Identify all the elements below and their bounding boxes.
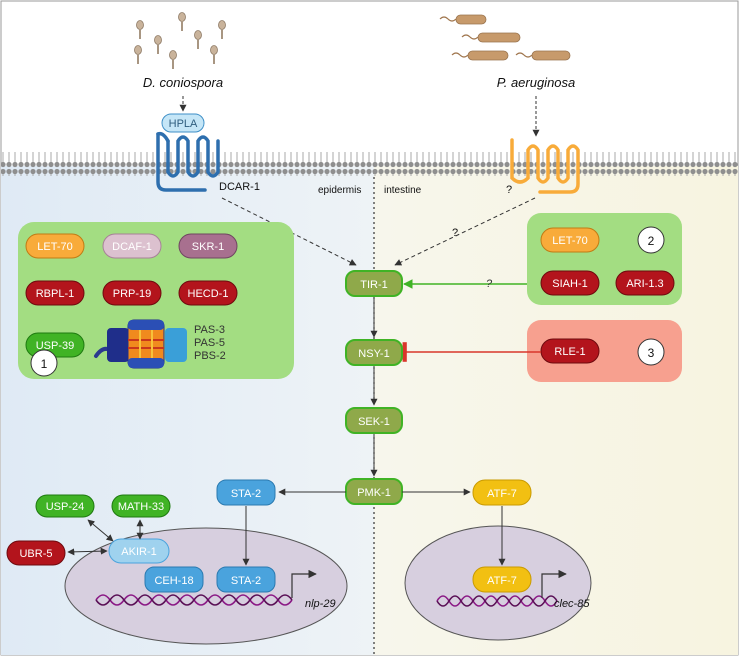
box1-hecd1: HECD-1 bbox=[178, 280, 238, 306]
box1-skr1: SKR-1 bbox=[178, 233, 238, 259]
organism-label-left: D. coniospora bbox=[143, 75, 223, 90]
svg-text:PRP-19: PRP-19 bbox=[113, 288, 152, 300]
dcar-receptor-icon bbox=[156, 132, 220, 192]
box3-number: 3 bbox=[648, 346, 655, 360]
svg-text:STA-2: STA-2 bbox=[231, 488, 261, 500]
svg-text:RLE-1: RLE-1 bbox=[554, 346, 585, 358]
svg-text:TIR-1: TIR-1 bbox=[360, 279, 388, 291]
box1-pbs2: PBS-2 bbox=[194, 350, 226, 362]
box1-number-badge bbox=[30, 349, 58, 377]
spore-icons bbox=[134, 12, 226, 69]
svg-text:USP-24: USP-24 bbox=[46, 501, 85, 513]
node-pmk1: PMK-1 bbox=[345, 478, 403, 505]
arrow-dcar-to-tir bbox=[221, 197, 357, 266]
svg-text:MATH-33: MATH-33 bbox=[118, 501, 164, 513]
node-sek1: SEK-1 bbox=[345, 407, 403, 434]
box1-number: 1 bbox=[41, 357, 48, 371]
unknown-receptor-icon bbox=[510, 138, 580, 194]
bacteria-icons bbox=[439, 14, 571, 61]
box2-number: 2 bbox=[648, 234, 655, 248]
svg-text:NSY-1: NSY-1 bbox=[358, 348, 389, 360]
box3-number-badge bbox=[637, 338, 665, 366]
organism-label-right: P. aeruginosa bbox=[497, 75, 576, 90]
box2-ari13: ARI-1.3 bbox=[615, 270, 675, 296]
node-nsy1: NSY-1 bbox=[345, 339, 403, 366]
arrow-akir-usp24 bbox=[87, 519, 114, 542]
svg-text:LET-70: LET-70 bbox=[552, 235, 587, 247]
svg-text:ATF-7: ATF-7 bbox=[487, 575, 517, 587]
box1-prp19: PRP-19 bbox=[102, 280, 162, 306]
box1-let70: LET-70 bbox=[25, 233, 85, 259]
nucleus-left bbox=[64, 527, 348, 645]
svg-text:HECD-1: HECD-1 bbox=[188, 288, 229, 300]
node-sta2-cytoplasm: STA-2 bbox=[216, 479, 276, 506]
cell-membrane bbox=[1, 152, 738, 176]
hpla-label: HPLA bbox=[169, 118, 198, 130]
dna-helix-right bbox=[436, 595, 558, 607]
dna-helix-left bbox=[95, 594, 293, 606]
svg-text:STA-2: STA-2 bbox=[231, 575, 261, 587]
node-ubr5: UBR-5 bbox=[6, 540, 66, 566]
svg-text:RBPL-1: RBPL-1 bbox=[36, 288, 75, 300]
svg-text:SIAH-1: SIAH-1 bbox=[552, 278, 587, 290]
promoter-arrow-right bbox=[541, 569, 567, 598]
receptor-question-label: ? bbox=[506, 184, 512, 196]
dcar-label: DCAR-1 bbox=[219, 181, 260, 193]
promoter-arrow-left bbox=[291, 569, 317, 598]
svg-text:SKR-1: SKR-1 bbox=[192, 241, 224, 253]
arrow-receptor-to-tir bbox=[394, 197, 536, 266]
question-green: ? bbox=[486, 278, 493, 290]
gene-label-right: clec-85 bbox=[554, 598, 590, 610]
svg-text:USP-39: USP-39 bbox=[36, 340, 75, 352]
svg-text:LET-70: LET-70 bbox=[37, 241, 72, 253]
question-upper: ? bbox=[452, 227, 458, 239]
dcar-receptor-loop bbox=[156, 131, 170, 143]
complex-box-3 bbox=[527, 320, 682, 382]
svg-text:ARI-1.3: ARI-1.3 bbox=[626, 278, 663, 290]
node-ceh18: CEH-18 bbox=[144, 566, 204, 593]
node-atf7-nucleus: ATF-7 bbox=[472, 566, 532, 593]
svg-text:CEH-18: CEH-18 bbox=[154, 575, 193, 587]
box3-rle1: RLE-1 bbox=[540, 338, 600, 364]
svg-text:UBR-5: UBR-5 bbox=[19, 548, 52, 560]
box1-rbpl1: RBPL-1 bbox=[25, 280, 85, 306]
node-usp24: USP-24 bbox=[35, 494, 95, 518]
box1-pas3: PAS-3 bbox=[194, 324, 225, 336]
svg-text:PMK-1: PMK-1 bbox=[357, 487, 391, 499]
hpla-ligand bbox=[161, 113, 205, 133]
box2-siah1: SIAH-1 bbox=[540, 270, 600, 296]
box2-number-badge bbox=[637, 226, 665, 254]
svg-text:ATF-7: ATF-7 bbox=[487, 488, 517, 500]
arrow-ubr5-akir bbox=[67, 547, 108, 556]
box1-pas5: PAS-5 bbox=[194, 337, 225, 349]
node-math33: MATH-33 bbox=[111, 494, 171, 518]
epidermis-label: epidermis bbox=[318, 185, 361, 196]
box1-dcaf1: DCAF-1 bbox=[102, 233, 162, 259]
svg-text:DCAF-1: DCAF-1 bbox=[112, 241, 152, 253]
svg-text:SEK-1: SEK-1 bbox=[358, 416, 390, 428]
proteasome-icon bbox=[94, 319, 187, 369]
node-atf7-cytoplasm: ATF-7 bbox=[472, 479, 532, 506]
node-tir1: TIR-1 bbox=[345, 270, 403, 297]
node-sta2-nucleus: STA-2 bbox=[216, 566, 276, 593]
intestine-label: intestine bbox=[384, 185, 422, 196]
gene-label-left: nlp-29 bbox=[305, 598, 336, 610]
svg-text:AKIR-1: AKIR-1 bbox=[121, 546, 156, 558]
node-akir1: AKIR-1 bbox=[108, 538, 170, 564]
box2-let70: LET-70 bbox=[540, 227, 600, 253]
